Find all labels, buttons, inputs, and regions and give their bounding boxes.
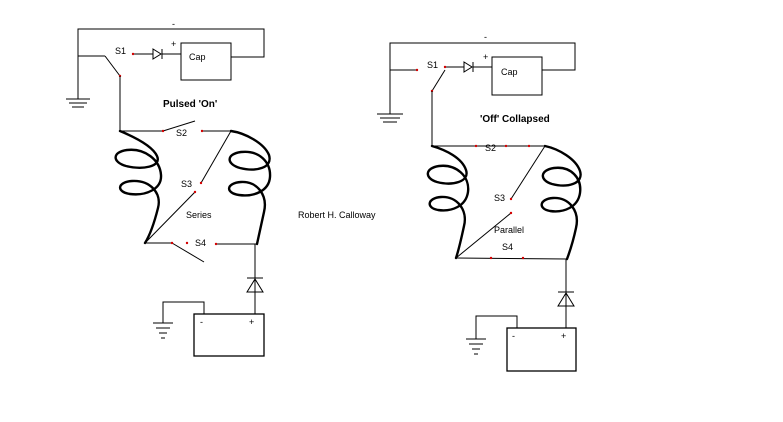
left-s4-switch xyxy=(171,242,205,263)
left-top-rail xyxy=(77,28,265,94)
left-cap-label: Cap xyxy=(189,52,206,62)
right-battery-diode xyxy=(557,291,575,307)
left-coil-b xyxy=(227,129,272,246)
left-circuit: - S1 + Cap Pulsed 'On' S2 xyxy=(66,19,272,357)
left-s3-switch xyxy=(200,130,232,184)
left-batt-minus: - xyxy=(200,317,203,327)
left-ground-bottom xyxy=(153,322,173,339)
right-ground-bottom xyxy=(466,338,486,355)
right-s4-line xyxy=(455,257,568,260)
right-mode-label: Parallel xyxy=(494,225,524,235)
right-s3-switch xyxy=(510,145,546,200)
right-s2-label: S2 xyxy=(485,143,496,153)
right-cap-label: Cap xyxy=(501,67,518,77)
right-cap-plus: + xyxy=(483,52,488,62)
left-batt-plus: + xyxy=(249,317,254,327)
right-top-rail xyxy=(389,42,576,110)
right-s1-switch xyxy=(431,69,446,92)
right-batt-plus: + xyxy=(561,331,566,341)
left-cap-diode xyxy=(152,48,163,60)
right-circuit: - S1 + Cap 'Off' Collapsed S2 xyxy=(377,32,582,372)
right-coil-a xyxy=(426,144,470,260)
left-title: Pulsed 'On' xyxy=(163,99,217,110)
left-s4-label: S4 xyxy=(195,238,206,248)
right-ground-top xyxy=(377,110,403,123)
right-batt-minus: - xyxy=(512,331,515,341)
right-coil-b xyxy=(540,144,582,261)
right-s3-label: S3 xyxy=(494,193,505,203)
left-s2-switch xyxy=(162,120,196,132)
right-s1-label: S1 xyxy=(427,60,438,70)
left-coil-a xyxy=(114,129,163,245)
right-capacitor xyxy=(491,56,543,96)
left-s2-label: S2 xyxy=(176,128,187,138)
left-s1-label: S1 xyxy=(115,46,126,56)
left-cap-plus: + xyxy=(171,39,176,49)
right-s4-label: S4 xyxy=(502,242,513,252)
left-s1-switch xyxy=(104,55,121,77)
right-top-minus: - xyxy=(484,32,487,42)
right-cap-diode xyxy=(463,61,474,73)
author-credit: Robert H. Calloway xyxy=(298,210,376,220)
right-battery xyxy=(506,327,577,372)
right-title: 'Off' Collapsed xyxy=(480,114,550,125)
left-top-minus: - xyxy=(172,19,175,29)
left-ground-top xyxy=(66,94,90,108)
left-mode-label: Series xyxy=(186,210,212,220)
left-capacitor xyxy=(180,42,232,81)
left-battery xyxy=(193,313,265,357)
left-s3-label: S3 xyxy=(181,179,192,189)
left-battery-diode xyxy=(246,277,264,293)
